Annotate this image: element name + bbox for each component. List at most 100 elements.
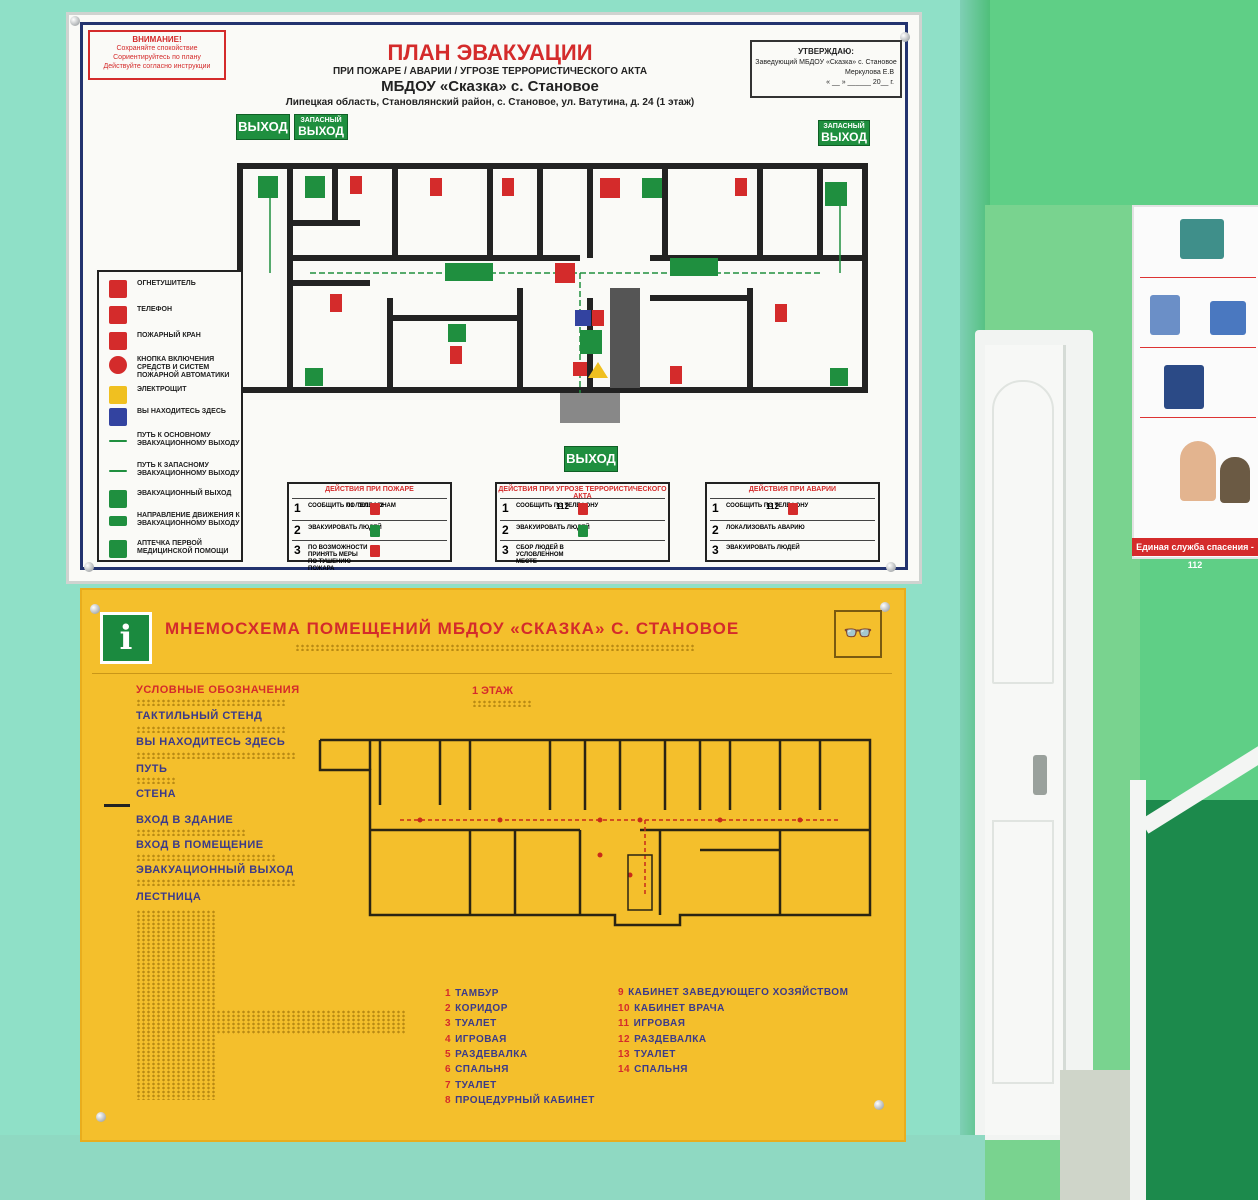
exit-sign-reserve-bottom: ВЫХОД bbox=[298, 124, 344, 138]
exit-door-icon bbox=[258, 176, 278, 198]
braille-text bbox=[136, 752, 296, 759]
room-number: 8 bbox=[445, 1095, 452, 1106]
first-aid-icon bbox=[830, 368, 848, 386]
room-number: 3 bbox=[445, 1018, 452, 1029]
exit-sign-reserve-right: ЗАПАСНЫЙ ВЫХОД bbox=[818, 120, 870, 146]
extinguisher-icon bbox=[450, 346, 462, 364]
extinguisher-icon bbox=[109, 280, 127, 298]
action-phone: 112 bbox=[766, 502, 779, 511]
mnemo-legend-item: ЛЕСТНИЦА bbox=[136, 891, 202, 903]
poster-image bbox=[1180, 219, 1224, 259]
evacuation-floor-plan bbox=[237, 163, 868, 423]
floor-label: 1 ЭТАЖ bbox=[472, 685, 513, 697]
exit-sign-reserve-bottom: ВЫХОД bbox=[821, 130, 867, 144]
entrance-porch bbox=[560, 393, 620, 423]
room-name: РАЗДЕВАЛКА bbox=[455, 1049, 528, 1060]
first-aid-icon bbox=[109, 540, 127, 558]
poster-section bbox=[1140, 421, 1256, 531]
approval-box: УТВЕРЖДАЮ: Заведующий МБДОУ «Сказка» с. … bbox=[750, 40, 902, 98]
braille-room-list bbox=[136, 910, 216, 1100]
warning-line: Действуйте согласно инструкции bbox=[103, 63, 211, 70]
legend-item: ЭЛЕКТРОЩИТ bbox=[107, 382, 239, 408]
legend-label: ПОЖАРНЫЙ КРАН bbox=[137, 332, 201, 339]
extinguisher-icon bbox=[670, 366, 682, 384]
exit-sign-reserve: ЗАПАСНЫЙ ВЫХОД bbox=[294, 114, 348, 140]
action-text: СБОР ЛЮДЕЙ В УСЛОВЛЕННОМ МЕСТЕ bbox=[516, 545, 564, 565]
glasses-icon: 👓 bbox=[834, 610, 882, 658]
fire-hose-icon bbox=[350, 176, 362, 194]
actions-title: ДЕЙСТВИЯ ПРИ АВАРИИ bbox=[748, 486, 837, 493]
main-route-arrow-icon bbox=[109, 440, 127, 442]
legend-item: ЭВАКУАЦИОННЫЙ ВЫХОД bbox=[107, 486, 239, 512]
legend-item: НАПРАВЛЕНИЕ ДВИЖЕНИЯ К ЭВАКУАЦИОННОМУ ВЫ… bbox=[107, 508, 240, 538]
organization-name: МБДОУ «Сказка» с. Становое bbox=[381, 78, 599, 95]
room-number: 10 bbox=[618, 1003, 631, 1014]
phone-icon bbox=[578, 503, 588, 515]
extinguisher-icon bbox=[502, 178, 514, 196]
screw bbox=[900, 32, 910, 42]
room-number: 4 bbox=[445, 1034, 452, 1045]
room-name: КОРИДОР bbox=[455, 1003, 508, 1014]
warning-line: Сохраняйте спокойствие bbox=[116, 45, 198, 52]
action-phone: 112 bbox=[556, 502, 569, 511]
screw bbox=[84, 562, 94, 572]
plan-icons bbox=[258, 176, 848, 423]
action-number: 1 bbox=[502, 501, 509, 515]
extinguisher-icon bbox=[775, 304, 787, 322]
poster-image bbox=[1210, 301, 1246, 335]
screw bbox=[90, 604, 100, 614]
extinguisher-icon bbox=[330, 294, 342, 312]
exit-sign-reserve-top: ЗАПАСНЫЙ bbox=[300, 117, 342, 124]
legend-item: ПУТЬ К ЗАПАСНОМУ ЭВАКУАЦИОННОМУ ВЫХОДУ bbox=[107, 458, 240, 488]
legend-label: АПТЕЧКА ПЕРВОЙ МЕДИЦИНСКОЙ ПОМОЩИ bbox=[137, 540, 229, 555]
mnemo-legend-item: СТЕНА bbox=[136, 788, 177, 800]
braille-text bbox=[136, 699, 286, 706]
braille-text bbox=[136, 777, 176, 784]
approval-line: Заведующий МБДОУ «Сказка» с. Становое bbox=[755, 59, 897, 66]
door-panel-bottom bbox=[992, 820, 1054, 1084]
mnemo-legend-item: ВЫ НАХОДИТЕСЬ ЗДЕСЬ bbox=[136, 736, 286, 748]
legend-item: АПТЕЧКА ПЕРВОЙ МЕДИЦИНСКОЙ ПОМОЩИ bbox=[107, 536, 239, 562]
evacuation-plan-border bbox=[80, 22, 908, 570]
action-phone: 01 / 101 / 112 bbox=[347, 503, 384, 509]
mnemo-title: МНЕМОСХЕМА ПОМЕЩЕНИЙ МБДОУ «СКАЗКА» С. С… bbox=[165, 619, 740, 638]
room-number: 9 bbox=[618, 987, 625, 998]
direction-sign-icon bbox=[109, 516, 127, 526]
legend-item: ВЫ НАХОДИТЕСЬ ЗДЕСЬ bbox=[107, 404, 239, 430]
exit-sign-reserve-top: ЗАПАСНЫЙ bbox=[823, 123, 865, 130]
tactile-mnemo-scheme bbox=[80, 588, 906, 1142]
room-number: 2 bbox=[445, 1003, 452, 1014]
braille-text bbox=[136, 879, 296, 886]
door-panel-top bbox=[992, 380, 1054, 684]
mnemo-legend-item: ВХОД В ЗДАНИЕ bbox=[136, 814, 234, 826]
warning-box: ВНИМАНИЕ! Сохраняйте спокойствие Сориент… bbox=[88, 30, 226, 80]
screw bbox=[96, 1112, 106, 1122]
approval-header: УТВЕРЖДАЮ: bbox=[798, 47, 854, 56]
alarm-button-icon bbox=[573, 362, 587, 376]
info-icon: i bbox=[100, 612, 152, 664]
action-number: 3 bbox=[502, 543, 509, 557]
actions-title: ДЕЙСТВИЯ ПРИ ПОЖАРЕ bbox=[325, 486, 414, 493]
warning-title: ВНИМАНИЕ! bbox=[132, 35, 182, 44]
braille-text bbox=[136, 726, 286, 733]
legend-label: ВЫ НАХОДИТЕСЬ ЗДЕСЬ bbox=[137, 408, 226, 415]
room-number: 1 bbox=[445, 988, 452, 999]
evacuation-plan-title: ПЛАН ЭВАКУАЦИИ bbox=[387, 40, 593, 65]
room-name: КАБИНЕТ ВРАЧА bbox=[634, 1003, 725, 1014]
room-name: ТУАЛЕТ bbox=[455, 1018, 497, 1029]
exit-sign-main: ВЫХОД bbox=[236, 114, 290, 140]
exit-sign-bottom: ВЫХОД bbox=[564, 446, 618, 472]
door-handle[interactable] bbox=[1033, 755, 1047, 795]
stairs bbox=[610, 288, 640, 388]
screw bbox=[880, 602, 890, 612]
